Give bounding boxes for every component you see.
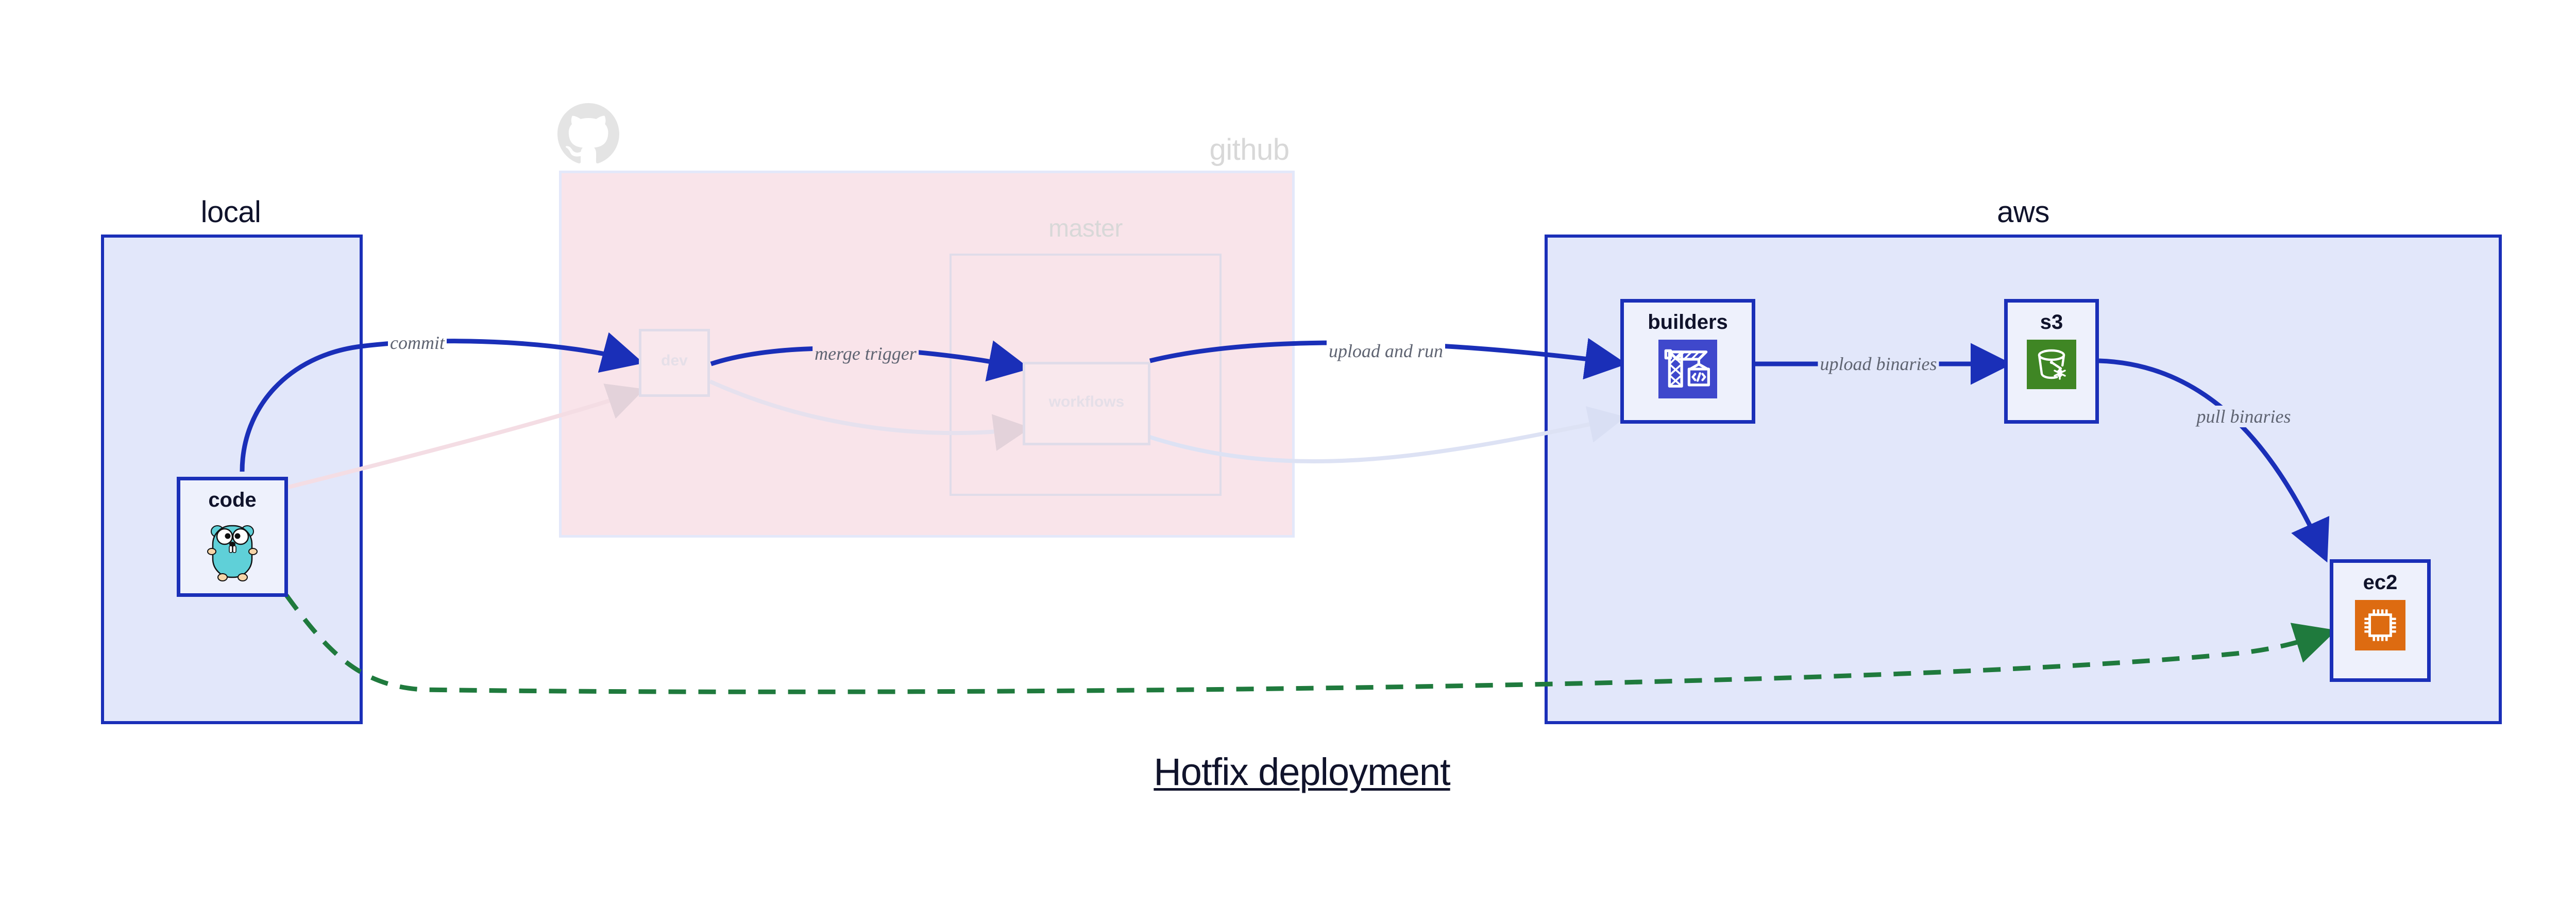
edge-label-commit: commit bbox=[388, 332, 447, 354]
aws-ec2-icon bbox=[2355, 600, 2405, 650]
go-gopher-icon bbox=[204, 517, 261, 583]
edge-label-merge-trigger: merge trigger bbox=[812, 343, 919, 364]
node-builders[interactable]: builders bbox=[1620, 299, 1755, 424]
node-label-code: code bbox=[208, 489, 257, 511]
edge-label-pull-binaries: pull binaries bbox=[2194, 406, 2293, 427]
subgroup-master bbox=[950, 254, 1222, 496]
edge-label-upload-binaries: upload binaries bbox=[1818, 353, 1939, 375]
node-label-s3: s3 bbox=[2040, 311, 2063, 333]
node-dev[interactable]: dev bbox=[639, 329, 710, 397]
node-ec2[interactable]: ec2 bbox=[2330, 559, 2431, 682]
edge-label-upload-and-run: upload and run bbox=[1326, 340, 1446, 362]
page-title: Hotfix deployment bbox=[1154, 750, 1450, 793]
node-workflows[interactable]: workflows bbox=[1023, 362, 1150, 445]
node-s3[interactable]: s3 bbox=[2004, 299, 2099, 424]
subgroup-label-master: master bbox=[1048, 215, 1123, 242]
node-label-workflows: workflows bbox=[1048, 393, 1125, 410]
group-label-github: github bbox=[1209, 133, 1290, 166]
node-label-dev: dev bbox=[661, 352, 688, 369]
github-octocat-icon bbox=[557, 103, 619, 165]
node-label-builders: builders bbox=[1648, 311, 1728, 333]
aws-codebuild-icon bbox=[1658, 340, 1717, 398]
node-code[interactable]: code bbox=[177, 477, 288, 597]
group-label-aws: aws bbox=[1997, 195, 2049, 229]
aws-s3-glacier-icon bbox=[2027, 340, 2076, 389]
node-label-ec2: ec2 bbox=[2363, 571, 2398, 594]
group-label-local: local bbox=[200, 195, 261, 229]
